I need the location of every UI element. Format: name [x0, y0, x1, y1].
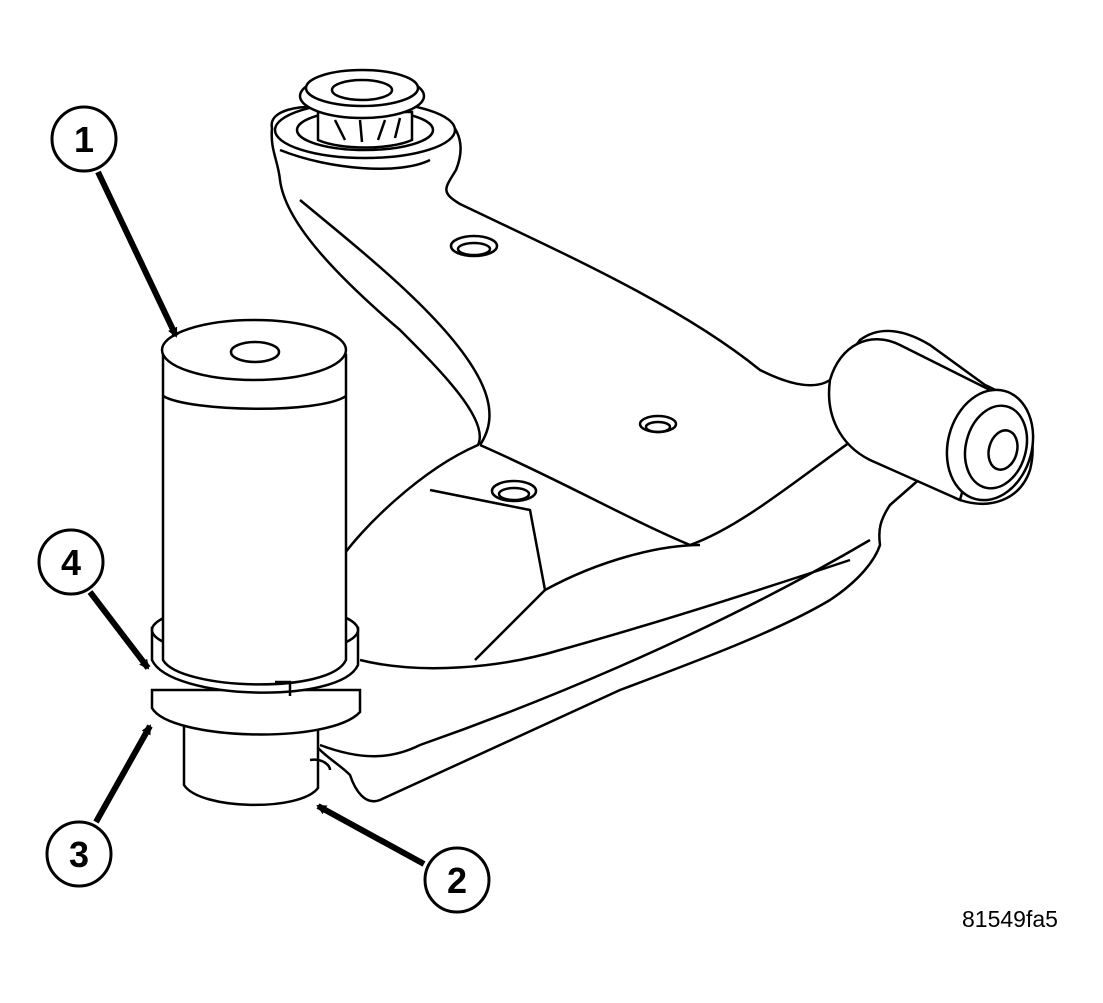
arm-hole-upper-inner: [456, 241, 492, 257]
bushing-cylinder-band: [162, 394, 347, 410]
bushing-housing-cup: [182, 718, 320, 807]
callout-4: 4: [37, 528, 151, 670]
callout-4-label: 4: [61, 542, 81, 583]
arm-hole-middle-inner: [644, 420, 672, 434]
arm-contour-ridge: [429, 488, 547, 661]
bushing-cylinder-body: [161, 353, 348, 686]
callout-2-label: 2: [447, 860, 467, 901]
control-arm-body: [248, 105, 1034, 803]
bushing-housing-cup-lip: [309, 758, 332, 771]
ball-joint-stud-hole: [330, 78, 394, 102]
callout-1: 1: [50, 105, 179, 338]
bushing-cylinder-bore: [229, 340, 281, 364]
callout-3-leader: [93, 724, 153, 824]
callout-1-label: 1: [74, 119, 94, 160]
arm-contour-lower-lip: [319, 538, 871, 758]
bushing-lower-flange: [150, 688, 362, 736]
arm-contour-web-edge: [544, 543, 701, 592]
callout-4-leader: [87, 590, 151, 670]
ball-joint: [273, 68, 457, 160]
figure-id: 81549fa5: [962, 906, 1058, 932]
callout-2: 2: [316, 803, 491, 914]
lower-control-arm: [248, 105, 1034, 803]
callout-3-label: 3: [69, 834, 89, 875]
arm-contour-flange: [359, 558, 851, 670]
arm-hole-middle: [638, 414, 678, 434]
ball-joint-boot: [316, 110, 414, 149]
callout-3: 3: [45, 724, 153, 888]
callout-4-circle: [37, 528, 105, 596]
callout-2-leader: [316, 803, 426, 867]
rear-bushing: [827, 337, 1035, 502]
arm-hole-lower-inner: [497, 486, 531, 502]
callout-3-circle: [45, 820, 113, 888]
arm-hole-lower: [490, 479, 538, 503]
bushing-cylinder-notch: [275, 680, 292, 696]
arm-contour-upper: [279, 148, 431, 170]
rear-bushing-bore: [987, 429, 1019, 471]
callout-2-circle: [423, 846, 491, 914]
arm-hole-upper: [449, 234, 499, 258]
arm-contour-spine: [299, 199, 491, 446]
bushing-cylinder: [160, 318, 348, 696]
callout-1-leader: [95, 170, 179, 338]
ball-joint-boot-pleats: [333, 117, 402, 143]
callout-1-circle: [50, 105, 118, 173]
